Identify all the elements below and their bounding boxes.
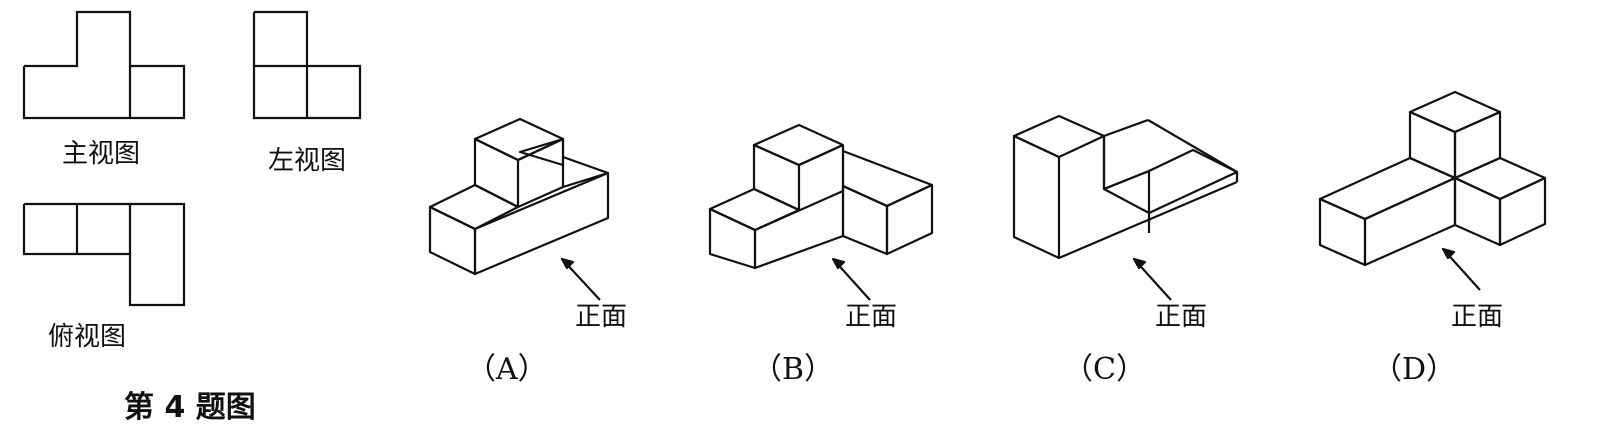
front-view-label: 主视图	[62, 139, 141, 169]
top-view-label: 俯视图	[48, 322, 127, 352]
front-view-drawing	[22, 10, 186, 120]
left-view-label: 左视图	[268, 146, 347, 176]
problem-figure: 主视图 左视图 俯视图 第 4 题图 正面 （A） 正面 （B）	[22, 10, 1547, 425]
left-view-drawing	[252, 10, 362, 120]
option-d-solid	[1318, 90, 1547, 291]
option-b-label: （B）	[752, 352, 835, 387]
option-a-label: （A）	[466, 352, 548, 387]
option-c-label: （C）	[1063, 352, 1146, 387]
option-d-front-label: 正面	[1451, 302, 1504, 332]
option-d-label: （D）	[1372, 352, 1457, 387]
option-b-front-label: 正面	[845, 302, 898, 332]
option-b-solid	[708, 123, 934, 301]
option-a-front-label: 正面	[575, 302, 628, 332]
three-views-diagram	[22, 10, 362, 307]
top-view-drawing	[22, 202, 186, 307]
option-a-solid	[428, 117, 610, 301]
option-c-solid	[1012, 114, 1239, 301]
option-c-front-label: 正面	[1155, 302, 1208, 332]
